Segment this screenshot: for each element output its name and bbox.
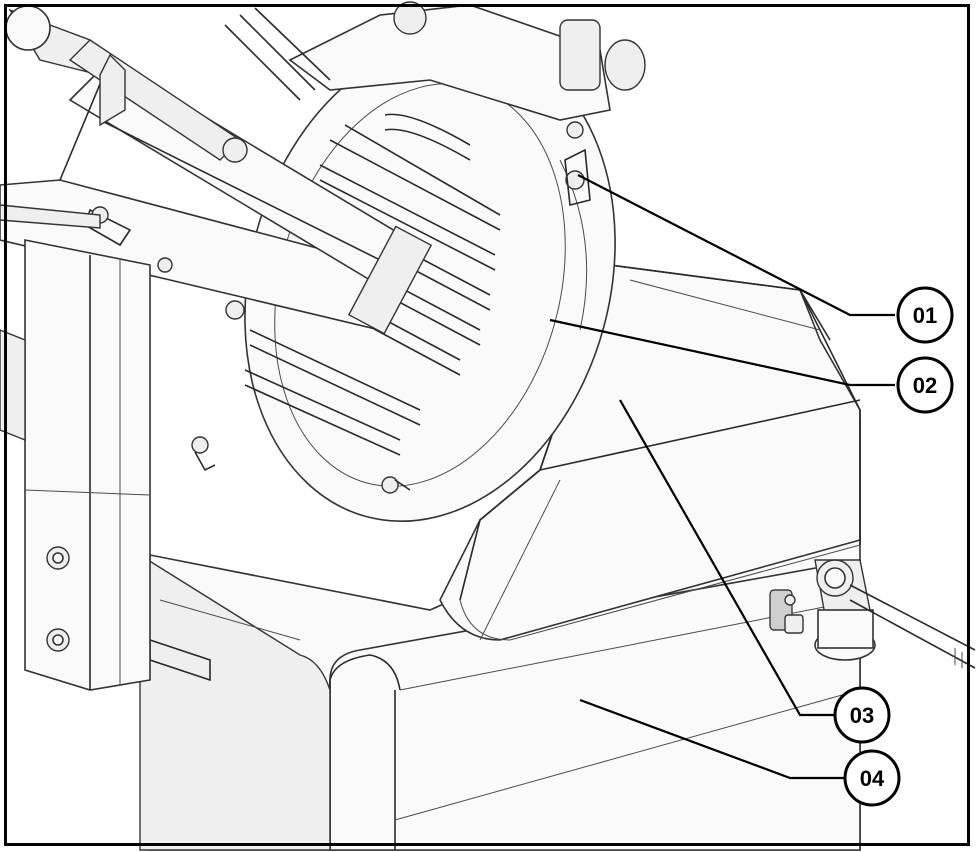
callout-02: 02 [896, 356, 954, 414]
power-cord-assembly [769, 559, 976, 669]
callout-04-label: 04 [860, 766, 885, 791]
callout-01: 01 [896, 286, 954, 344]
callout-04: 04 [843, 749, 901, 807]
callout-03-label: 03 [850, 703, 874, 728]
leader-lines [549, 174, 895, 780]
leader-line-01 [577, 174, 895, 317]
top-mechanism [224, 1, 646, 121]
leader-line-02 [549, 318, 895, 387]
leader-line-03 [619, 399, 835, 717]
carriage-arm [0, 5, 433, 335]
support-post [0, 239, 151, 691]
leader-line-04 [579, 698, 845, 780]
callout-03: 03 [833, 686, 891, 744]
callout-01-label: 01 [913, 303, 937, 328]
callout-02-label: 02 [913, 373, 937, 398]
